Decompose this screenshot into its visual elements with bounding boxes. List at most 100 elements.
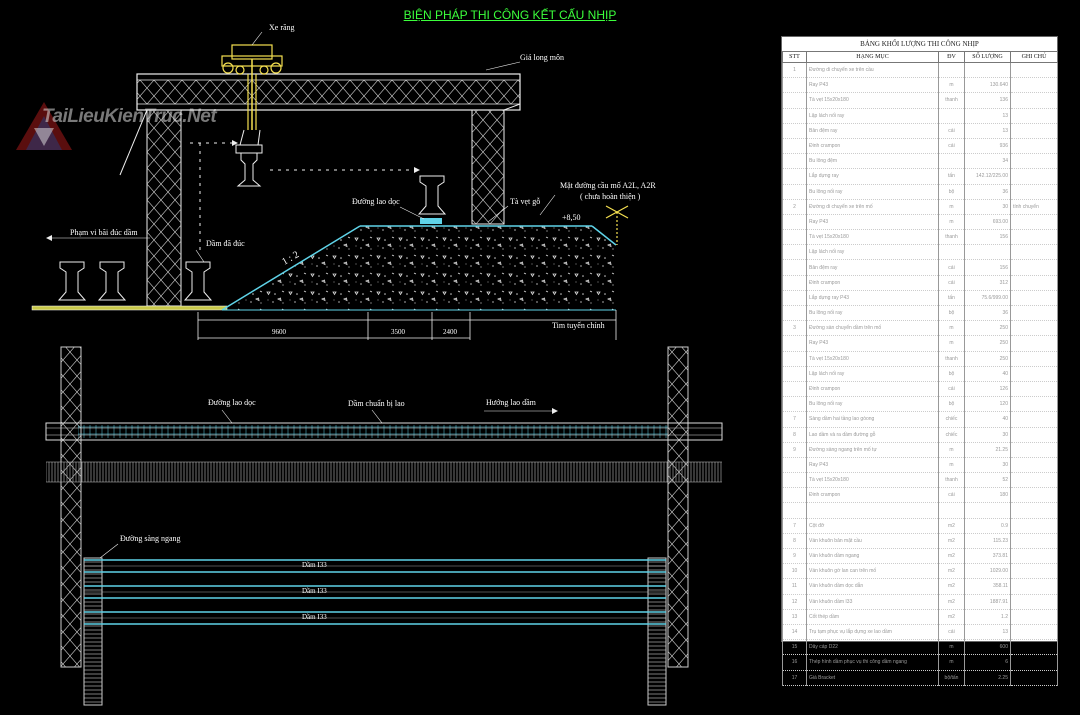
table-cell <box>1010 563 1058 580</box>
table-cell: 40 <box>964 366 1011 382</box>
table-cell: Đường di chuyển xe trên mố <box>806 199 939 215</box>
table-cell: 17 <box>782 670 807 686</box>
table-cell <box>964 62 1011 79</box>
table-cell: m <box>938 442 965 458</box>
table-cell: bộ <box>938 305 965 322</box>
table-cell: Lập lách nối ray <box>806 366 939 382</box>
table-cell: 7 <box>782 411 807 428</box>
table-cell <box>1010 533 1058 550</box>
table-cell: Trụ tạm phục vụ lắp dựng xe lao dầm <box>806 624 939 641</box>
table-cell: 1 <box>782 62 807 79</box>
table-cell <box>1010 320 1058 337</box>
table-cell: 36 <box>964 184 1011 200</box>
table-cell: Lắp dựng ray P43 <box>806 290 939 307</box>
table-cell: Đinh crampon <box>806 138 939 155</box>
table-cell <box>1010 548 1058 565</box>
table-cell: 7 <box>782 518 807 534</box>
table-cell <box>938 502 965 519</box>
table-cell: 21.25 <box>964 442 1011 458</box>
table-cell <box>782 214 807 231</box>
table-cell: 9 <box>782 442 807 458</box>
table-cell: chiếc <box>938 427 965 443</box>
table-cell <box>806 502 939 519</box>
table-cell: tính chuyển <box>1010 199 1058 215</box>
crane-label: Xe răng <box>269 23 295 32</box>
table-cell: 16 <box>782 654 807 671</box>
table-cell <box>782 290 807 307</box>
table-cell <box>782 153 807 170</box>
table-cell: 312 <box>964 275 1011 291</box>
table-cell <box>1010 290 1058 307</box>
table-cell: chiếc <box>938 411 965 428</box>
gantry-label: Giá long môn <box>520 53 564 62</box>
plan-long-track-label: Đường lao dọc <box>208 398 256 407</box>
table-cell <box>1010 153 1058 170</box>
table-cell: 693.00 <box>964 214 1011 231</box>
table-cell <box>782 168 807 185</box>
table-cell: Ván khuôn gờ lan can trên mố <box>806 563 939 580</box>
table-cell: Ray P43 <box>806 77 939 94</box>
table-cell <box>938 153 965 170</box>
table-cell: 10 <box>782 563 807 580</box>
table-cell: Tà vẹt 15x20x180 <box>806 472 939 489</box>
table-cell: 8 <box>782 533 807 550</box>
table-cell: 373.81 <box>964 548 1011 565</box>
table-cell: Lắp dựng ray <box>806 168 939 185</box>
table-cell: thanh <box>938 351 965 367</box>
road-surface-label: Mặt đường cầu mố A2L, A2R <box>560 181 656 190</box>
table-cell <box>964 502 1011 519</box>
table-cell <box>938 62 965 79</box>
table-cell: 6 <box>964 654 1011 671</box>
table-cell <box>1010 624 1058 641</box>
table-cell <box>1010 335 1058 352</box>
table-cell: 13 <box>964 123 1011 139</box>
table-cell: Lập lách nối ray <box>806 244 939 261</box>
table-cell: Ván khuôn dầm ngang <box>806 548 939 565</box>
table-row: Lập lách nối ray <box>782 244 1058 261</box>
table-cell <box>1010 259 1058 276</box>
table-cell: cái <box>938 624 965 641</box>
table-cell <box>1010 366 1058 382</box>
table-cell: Đường di chuyển xe trên cầu <box>806 62 939 79</box>
table-cell: Sàng dầm hai tầng lao gòong <box>806 411 939 428</box>
table-cell: thanh <box>938 92 965 109</box>
table-cell <box>782 487 807 504</box>
table-cell <box>1010 411 1058 428</box>
table-cell <box>782 275 807 291</box>
table-cell <box>1010 214 1058 231</box>
table-cell <box>1010 351 1058 367</box>
table-cell: 136 <box>964 92 1011 109</box>
table-cell <box>782 305 807 322</box>
table-cell: bộ <box>938 184 965 200</box>
table-cell <box>782 92 807 109</box>
table-cell <box>1010 244 1058 261</box>
table-cell: 13 <box>964 108 1011 124</box>
table-cell: 2.25 <box>964 670 1011 686</box>
table-cell: 36 <box>964 305 1011 322</box>
table-cell: cái <box>938 123 965 139</box>
table-cell <box>782 184 807 200</box>
table-cell: 250 <box>964 335 1011 352</box>
table-cell <box>782 502 807 519</box>
table-cell <box>1010 639 1058 656</box>
table-cell: m <box>938 214 965 231</box>
table-cell: m <box>938 77 965 94</box>
table-cell: Đường sàn chuyển dầm trên mố <box>806 320 939 337</box>
